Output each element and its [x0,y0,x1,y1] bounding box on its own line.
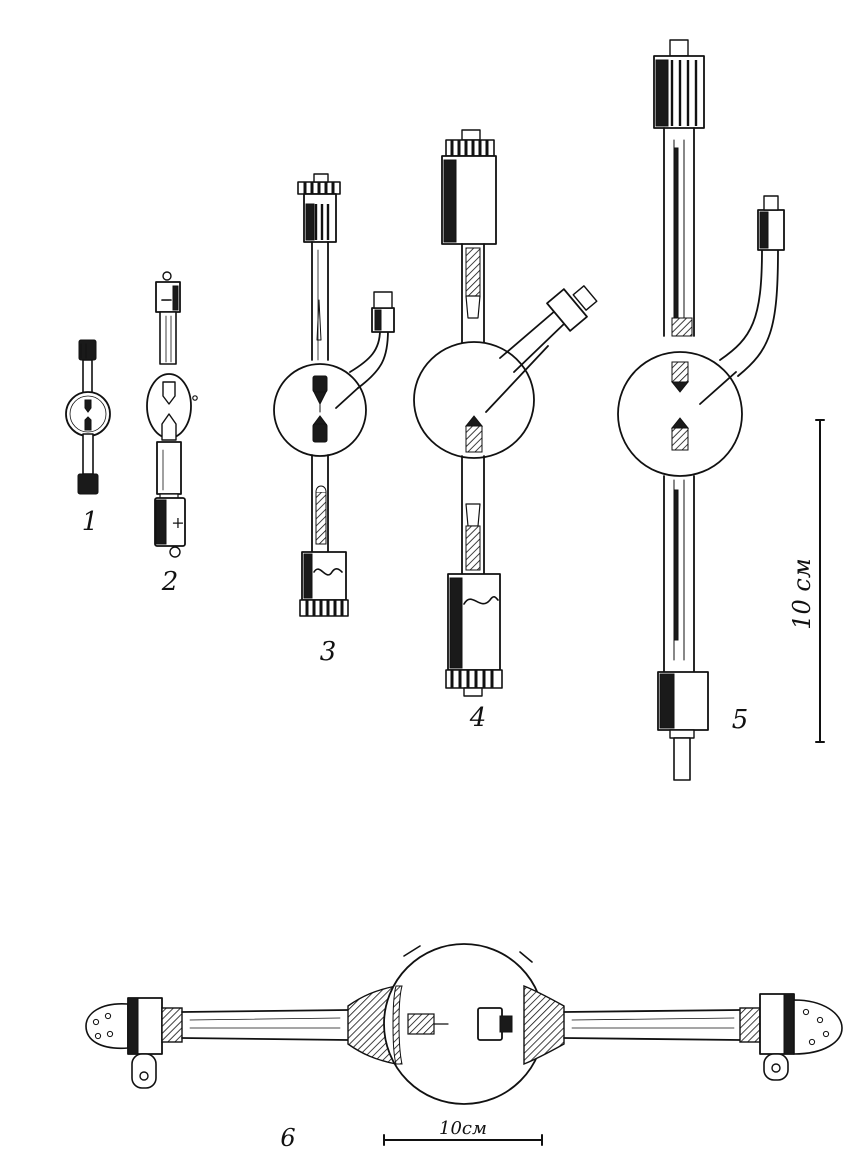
horizontal-scale-bar [383,1134,543,1146]
lamp-3 [273,173,395,617]
vertical-scale-bar-label: 10 см [788,558,816,630]
lamp-label-4: 4 [469,703,487,733]
lamp-label-3: 3 [320,637,337,667]
vertical-scale-bar [815,419,825,743]
lamp-2-minus-sign: − [160,293,170,307]
lamp-2: + − [146,271,198,558]
lamp-4 [413,129,598,697]
lamp-2-plus-sign: + [171,513,184,532]
lamp-5 [617,39,785,781]
horizontal-scale-bar-label: 10см [439,1118,487,1139]
lamp-label-6: 6 [280,1124,295,1152]
lamp-1 [65,339,111,495]
lamp-label-1: 1 [82,507,99,537]
lamp-label-2: 2 [161,567,179,597]
lamp-label-5: 5 [732,705,749,735]
lamp-6 [85,943,843,1105]
